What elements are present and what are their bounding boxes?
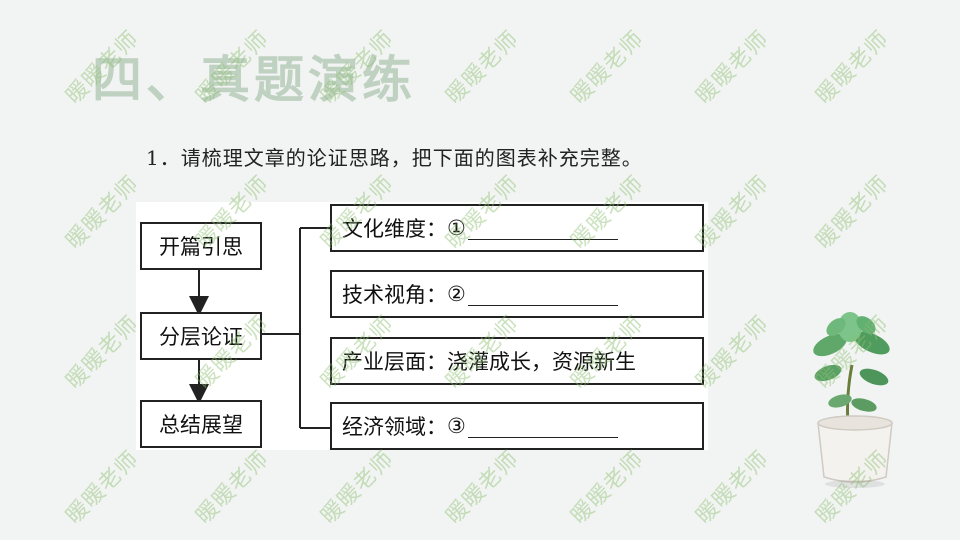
connector-lines: [189, 227, 330, 429]
watermark-text: 暖暖老师: [691, 446, 775, 530]
item-label: 技术视角：: [342, 283, 447, 307]
step-summary: 总结展望: [140, 400, 262, 448]
watermark-text: 暖暖老师: [566, 26, 650, 110]
answer-blank[interactable]: [467, 283, 618, 306]
watermark-text: 暖暖老师: [566, 446, 650, 530]
blank-marker: ②: [447, 282, 466, 306]
watermark-text: 暖暖老师: [811, 171, 895, 255]
argument-flow-diagram: 开篇引思 分层论证 总结展望 文化维度： ① 技术视角： ② 产业层面：浇灌成长…: [136, 202, 708, 450]
step-opening: 开篇引思: [140, 222, 262, 270]
watermark-text: 暖暖老师: [691, 26, 775, 110]
watermark-text: 暖暖老师: [441, 26, 525, 110]
blank-marker: ③: [447, 414, 466, 438]
blank-marker: ①: [447, 216, 466, 240]
watermark-text: 暖暖老师: [316, 446, 400, 530]
watermark-text: 暖暖老师: [811, 26, 895, 110]
slide-title: 四、真题演练: [92, 51, 416, 109]
item-economy: 经济领域： ③: [330, 402, 704, 450]
potted-plant-icon: [813, 312, 893, 488]
answer-blank[interactable]: [467, 217, 618, 240]
item-label: 经济领域：: [342, 415, 447, 439]
item-label: 文化维度：: [342, 217, 447, 241]
step-layered-argument: 分层论证: [140, 312, 262, 360]
watermark-text: 暖暖老师: [61, 311, 145, 395]
watermark-text: 暖暖老师: [61, 171, 145, 255]
question-text: 1．请梳理文章的论证思路，把下面的图表补充完整。: [146, 146, 643, 170]
watermark-text: 暖暖老师: [191, 446, 275, 530]
item-technology: 技术视角： ②: [330, 270, 704, 318]
item-culture: 文化维度： ①: [330, 204, 704, 252]
item-label: 产业层面：浇灌成长，资源新生: [342, 350, 636, 374]
answer-blank[interactable]: [467, 415, 618, 438]
watermark-text: 暖暖老师: [441, 446, 525, 530]
watermark-text: 暖暖老师: [61, 446, 145, 530]
item-industry: 产业层面：浇灌成长，资源新生: [330, 337, 704, 385]
